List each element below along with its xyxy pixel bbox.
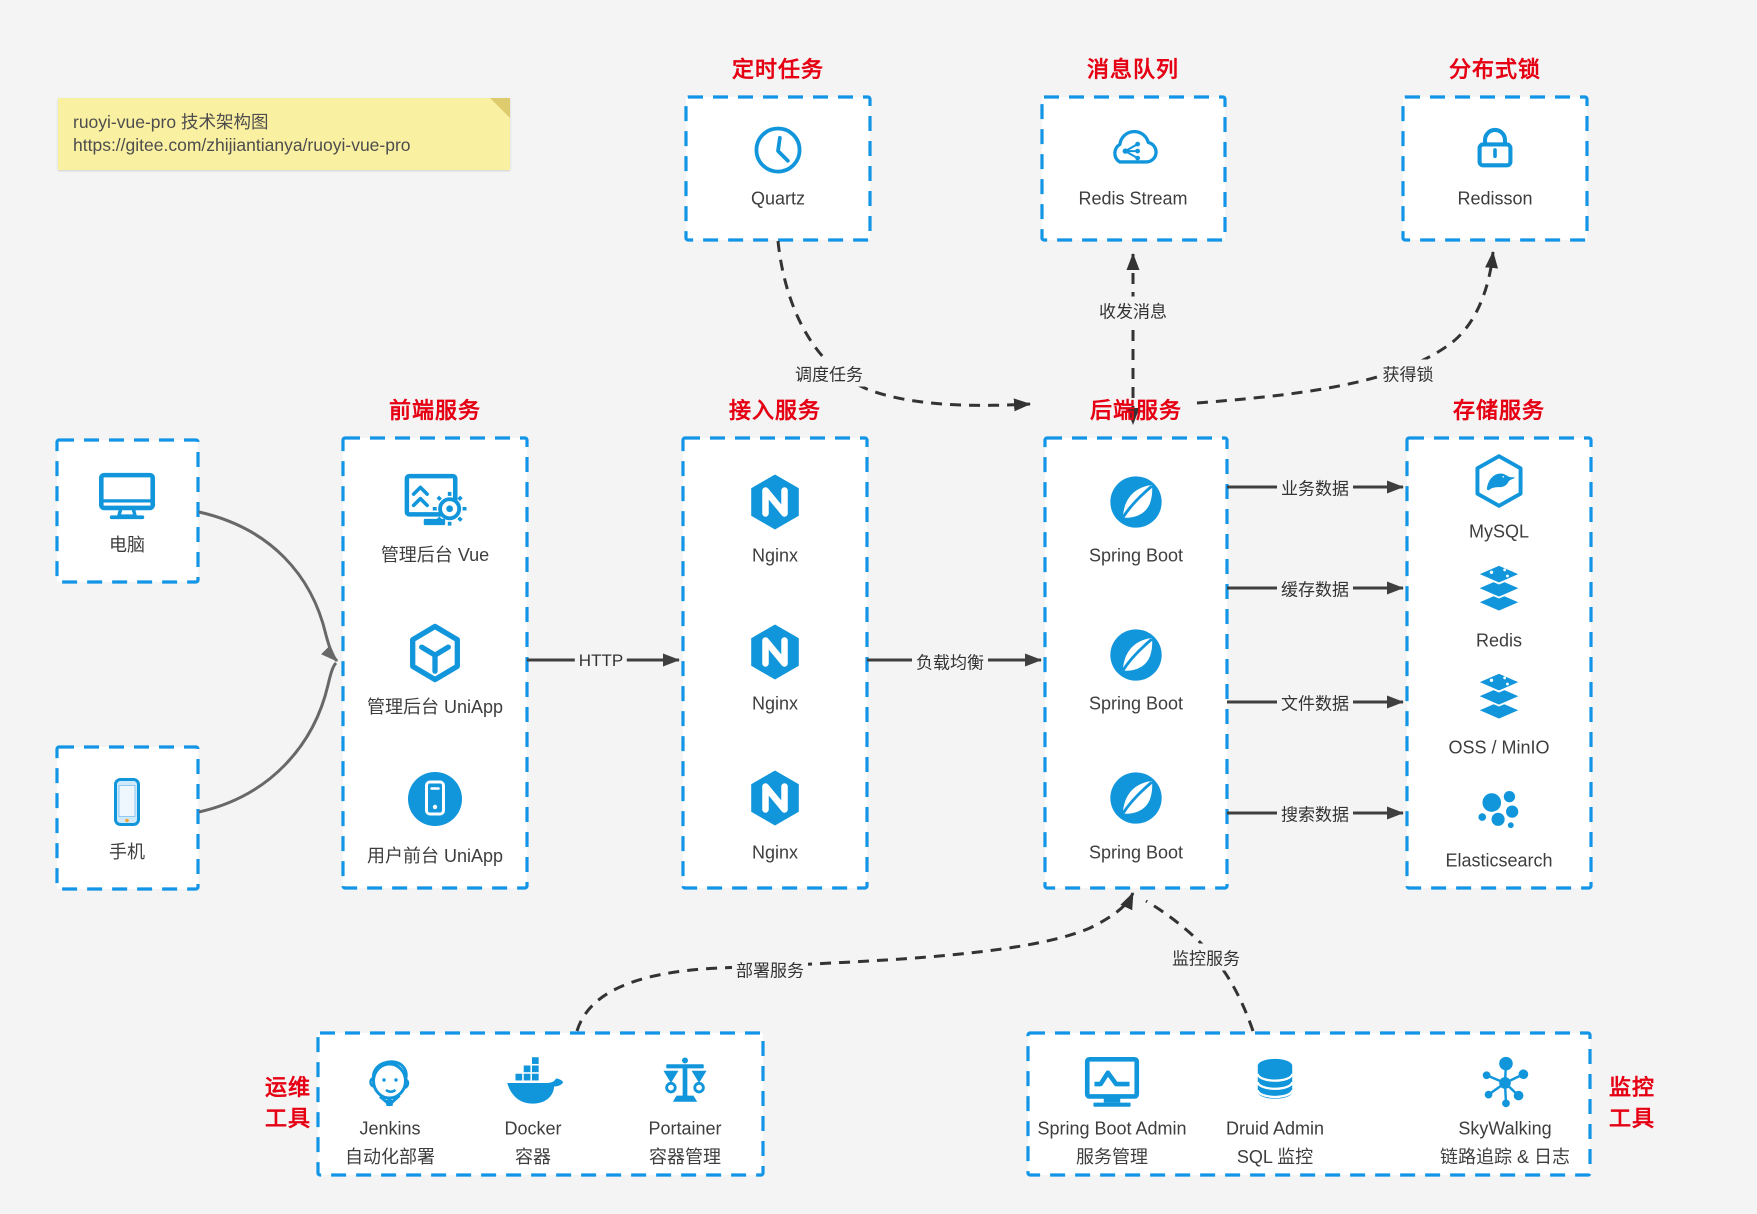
jenkins-icon: [358, 1050, 422, 1114]
node-label-oss-minio: OSS / MinIO: [1448, 737, 1550, 758]
edge-phone-to-frontend: [198, 661, 338, 814]
note-fold-corner: [490, 98, 510, 118]
node-label-nginx-1: Nginx: [751, 545, 799, 566]
node-desc-skywalking: 链路追踪 & 日志: [1439, 1147, 1571, 1167]
node-label-skywalking: SkyWalking: [1458, 1118, 1552, 1139]
node-label-quartz: Quartz: [750, 188, 806, 209]
node-label-user-uniapp: 用户前台 UniApp: [366, 846, 504, 866]
group-label-backend: 后端服务: [1089, 398, 1183, 423]
nginx-icon: [743, 766, 807, 830]
node-desc-portainer: 容器管理: [649, 1147, 721, 1167]
distributed-lock-box: [1401, 95, 1589, 242]
cloud-share-icon: [1100, 115, 1166, 181]
node-label-phone: 手机: [109, 842, 145, 862]
node-label-nginx-2: Nginx: [751, 693, 799, 714]
edge-label-business-data: 业务数据: [1277, 473, 1353, 501]
spring-boot-icon: [1105, 471, 1167, 533]
nginx-icon: [743, 620, 807, 684]
clock-icon: [748, 120, 808, 180]
node-label-spring-1: Spring Boot: [1088, 545, 1184, 566]
group-label-scheduled-task: 定时任务: [731, 57, 825, 82]
edge-label-monitor: 监控服务: [1168, 943, 1244, 971]
desktop-icon: [92, 462, 162, 532]
group-label-storage: 存储服务: [1452, 398, 1546, 423]
phone-icon: [95, 771, 159, 835]
scheduled-task-box: [684, 95, 872, 242]
edge-label-cache-data: 缓存数据: [1277, 574, 1353, 602]
admin-vue-icon: [399, 466, 471, 538]
group-label-distributed-lock: 分布式锁: [1448, 57, 1542, 82]
group-label-monitor-tools: 监控 工具: [1608, 1075, 1656, 1131]
edge-label-get-lock: 获得锁: [1378, 359, 1438, 387]
edge-label-http: HTTP: [574, 650, 628, 672]
node-label-jenkins: Jenkins: [359, 1118, 421, 1139]
docker-icon: [500, 1049, 566, 1115]
note-url: https://gitee.com/zhijiantianya/ruoyi-vu…: [73, 135, 411, 155]
node-label-admin-vue: 管理后台 Vue: [380, 545, 490, 565]
note-title: ruoyi-vue-pro 技术架构图: [73, 112, 269, 132]
node-desc-druid: SQL 监控: [1236, 1147, 1314, 1167]
node-label-elasticsearch: Elasticsearch: [1445, 850, 1553, 871]
node-label-redis-stream: Redis Stream: [1078, 188, 1188, 209]
spring-boot-icon: [1105, 767, 1167, 829]
node-label-sba: Spring Boot Admin: [1037, 1118, 1187, 1139]
group-label-ops-tools: 运维 工具: [264, 1075, 312, 1131]
portainer-icon: [655, 1052, 715, 1112]
edge-schedule-task: [776, 240, 1031, 412]
skywalking-icon: [1474, 1051, 1536, 1113]
node-label-nginx-3: Nginx: [751, 842, 799, 863]
monitor-tools-box: [1026, 1031, 1592, 1177]
node-label-docker: Docker: [504, 1118, 562, 1139]
edge-deploy: [575, 892, 1135, 1032]
lock-icon: [1466, 120, 1524, 178]
redis-stack-icon: [1469, 561, 1529, 621]
edge-pc-to-frontend: [198, 510, 339, 663]
node-label-druid: Druid Admin: [1225, 1118, 1325, 1139]
pc-client-box: [55, 438, 200, 584]
node-desc-sba: 服务管理: [1076, 1147, 1148, 1167]
edge-label-load-balance: 负载均衡: [912, 647, 988, 675]
node-label-pc: 电脑: [109, 535, 145, 555]
group-label-frontend: 前端服务: [388, 398, 482, 423]
edge-get-lock: [1196, 251, 1499, 405]
group-label-message-queue: 消息队列: [1086, 57, 1180, 82]
node-label-redisson: Redisson: [1457, 188, 1533, 209]
spring-boot-admin-icon: [1079, 1049, 1145, 1115]
message-queue-box: [1040, 95, 1227, 242]
sticky-note: ruoyi-vue-pro 技术架构图 https://gitee.com/zh…: [58, 98, 510, 170]
node-label-spring-3: Spring Boot: [1088, 842, 1184, 863]
druid-database-icon: [1246, 1053, 1304, 1111]
nginx-icon: [743, 470, 807, 534]
edge-monitor: [1145, 899, 1255, 1032]
node-label-redis: Redis: [1475, 630, 1523, 651]
mysql-icon: [1469, 451, 1529, 511]
edge-label-message: 收发消息: [1095, 296, 1171, 324]
node-label-spring-2: Spring Boot: [1088, 693, 1184, 714]
node-label-mysql: MySQL: [1468, 521, 1530, 542]
uniapp-cube-icon: [401, 619, 469, 687]
elasticsearch-icon: [1470, 779, 1528, 837]
node-desc-docker: 容器: [515, 1147, 551, 1167]
edge-label-schedule-task: 调度任务: [791, 359, 867, 387]
node-label-admin-uniapp: 管理后台 UniApp: [366, 697, 504, 717]
oss-stack-icon: [1469, 669, 1529, 729]
edge-label-file-data: 文件数据: [1277, 688, 1353, 716]
ops-tools-box: [316, 1031, 765, 1177]
spring-boot-icon: [1105, 624, 1167, 686]
group-label-gateway: 接入服务: [728, 398, 822, 423]
node-label-portainer: Portainer: [648, 1118, 722, 1139]
storage-services-box: [1405, 436, 1593, 890]
user-app-icon: [403, 767, 467, 831]
edge-label-search-data: 搜索数据: [1277, 799, 1353, 827]
node-desc-jenkins: 自动化部署: [345, 1147, 435, 1167]
edge-label-deploy: 部署服务: [732, 955, 808, 983]
